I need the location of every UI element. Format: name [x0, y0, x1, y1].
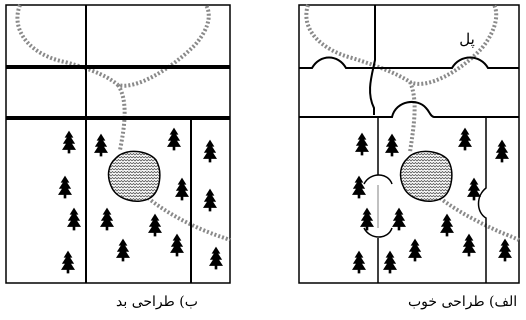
lake-icon — [107, 150, 161, 202]
caption-good-design: الف) طراحی خوب — [408, 294, 518, 310]
panel-good-design: پل — [298, 4, 520, 284]
lake-icon — [399, 150, 453, 202]
bridge-label: پل — [459, 30, 475, 48]
panel-good-frame — [298, 4, 520, 284]
trail-good — [304, 4, 520, 242]
panel-bad-frame — [5, 4, 231, 284]
caption-bad-design: ب) طراحی بد — [116, 294, 198, 310]
panel-bad-design — [5, 4, 231, 284]
fences-good — [299, 5, 519, 283]
trail-bad — [15, 4, 231, 242]
fences-bad — [6, 5, 230, 283]
